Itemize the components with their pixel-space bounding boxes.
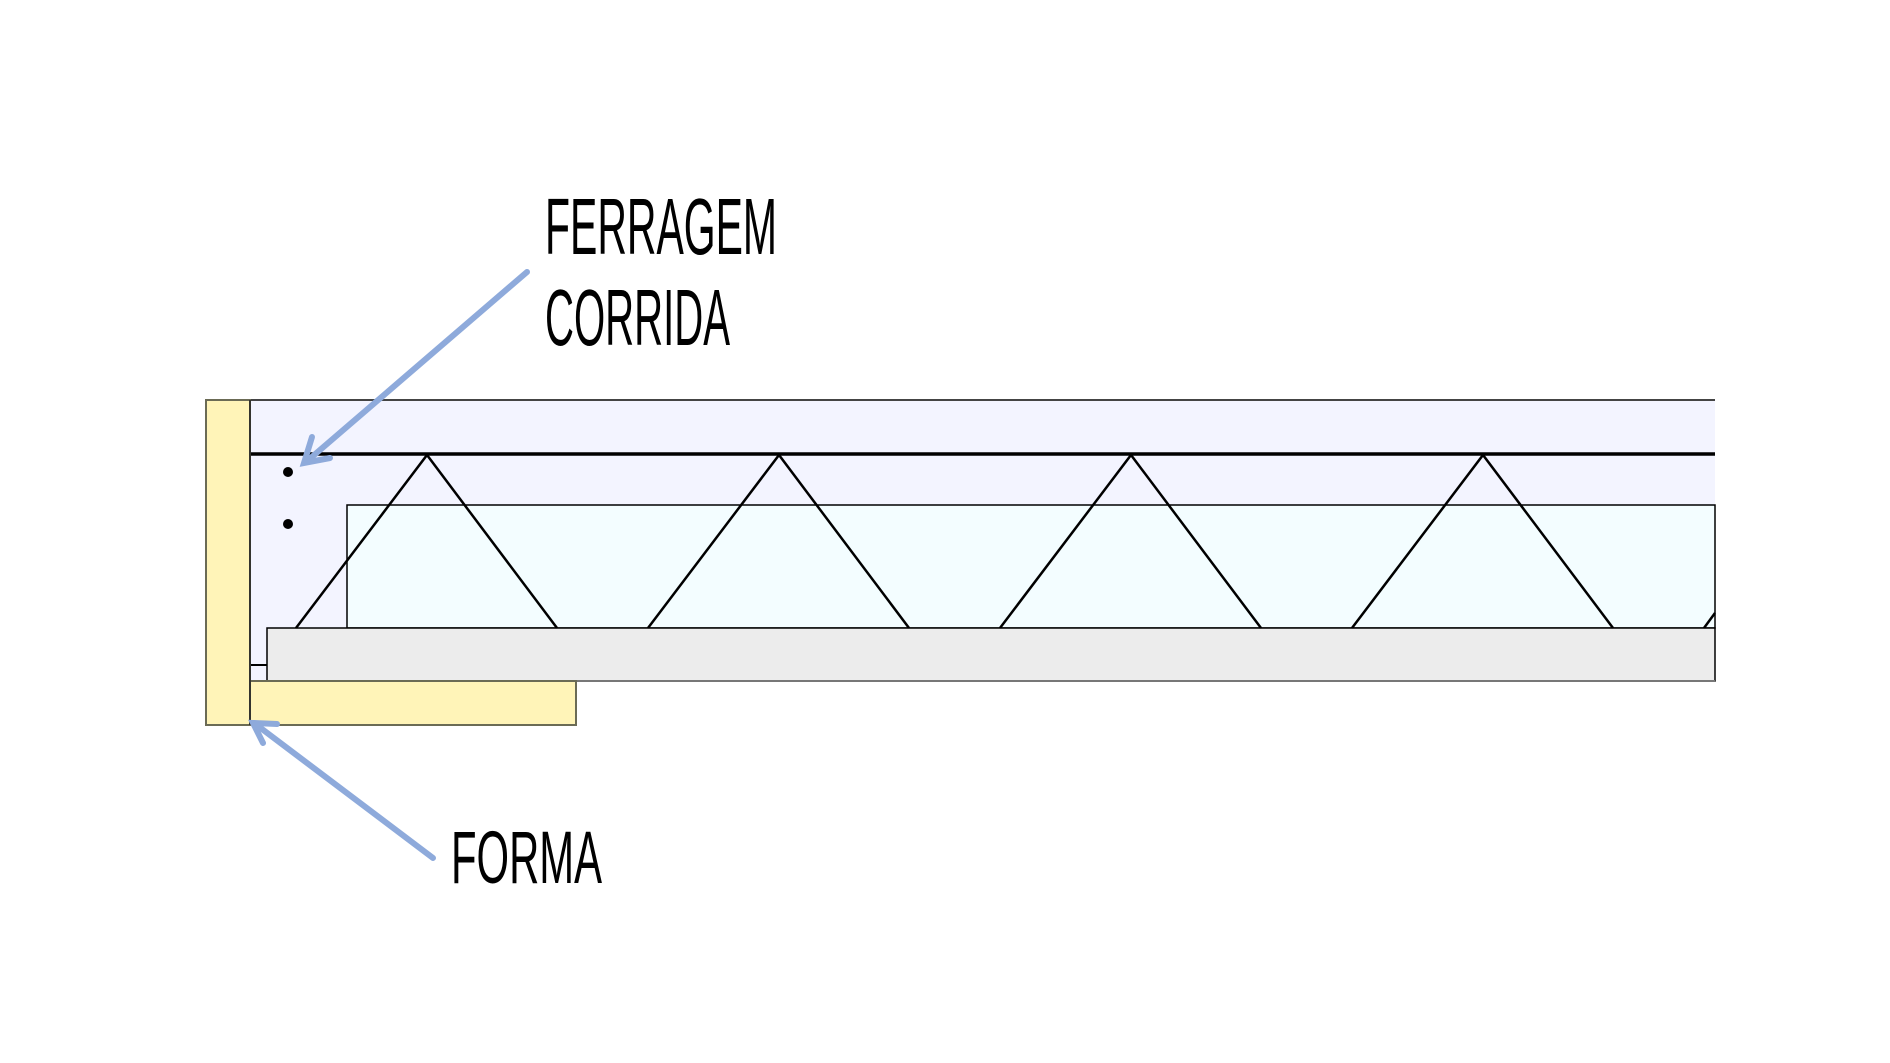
truss-diagonal (1351, 452, 1614, 629)
formwork-horizontal (249, 680, 577, 726)
label-ferragem: FERRAGEM (545, 182, 777, 271)
base-slab (266, 627, 1716, 682)
truss-zigzag (295, 452, 1717, 629)
truss-diagonal (999, 452, 1262, 629)
label-corrida: CORRIDA (545, 273, 730, 362)
infill-block (346, 504, 1716, 629)
formwork-arrow (248, 719, 436, 861)
rebar-arrow (299, 269, 530, 467)
formwork-vertical (205, 399, 251, 726)
truss-diagonal (647, 452, 910, 629)
edge-strip (250, 454, 267, 681)
truss-diagonal (1702, 612, 1717, 629)
rebar-dot (283, 467, 293, 477)
rebar-dot (283, 519, 293, 529)
truss-diagonal (295, 452, 558, 629)
label-forma: FORMA (451, 816, 602, 899)
